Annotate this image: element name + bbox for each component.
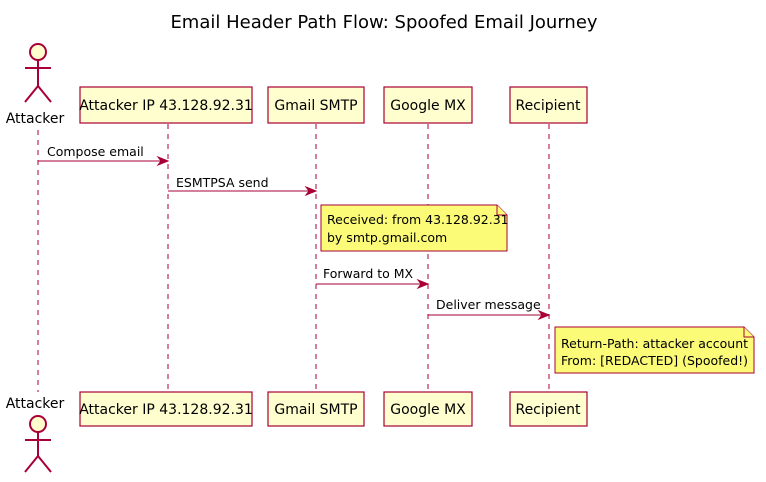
participant-box <box>267 86 365 124</box>
note-line: Received: from 43.128.92.31 <box>327 212 509 227</box>
participant-recipient-bottom: Recipient <box>509 391 588 427</box>
participant-label: Attacker IP 43.128.92.31 <box>79 402 253 418</box>
participant-label: Google MX <box>390 402 466 418</box>
message-forward-to-mx: Forward to MX <box>316 266 430 290</box>
participant-google-mx-top: Google MX <box>383 86 473 124</box>
note-return-path: Return-Path: attacker account From: [RED… <box>554 326 755 374</box>
participant-label: Gmail SMTP <box>274 98 357 114</box>
message-label: ESMTPSA send <box>176 175 269 190</box>
message-compose-email: Compose email <box>38 144 170 167</box>
participant-box <box>79 86 253 124</box>
actor-label-attacker-top: Attacker <box>6 111 65 127</box>
message-deliver-message: Deliver message <box>428 297 551 321</box>
participant-recipient-top: Recipient <box>509 86 588 124</box>
actor-head-icon <box>29 415 47 433</box>
actor-attacker-top: Attacker <box>6 43 65 127</box>
actor-label-attacker-bottom: Attacker <box>6 396 65 412</box>
participant-label: Attacker IP 43.128.92.31 <box>79 98 253 114</box>
message-label: Deliver message <box>436 297 541 312</box>
participant-gmail-smtp-bottom: Gmail SMTP <box>267 391 365 427</box>
note-line: Return-Path: attacker account <box>561 336 748 351</box>
participant-box <box>383 86 473 124</box>
note-received-header: Received: from 43.128.92.31 by smtp.gmai… <box>320 204 509 252</box>
actor-attacker-bottom: Attacker <box>6 396 65 473</box>
diagram-title: Email Header Path Flow: Spoofed Email Jo… <box>170 12 597 33</box>
participant-label: Recipient <box>515 402 581 418</box>
participant-box <box>383 391 473 427</box>
participant-gmail-smtp-top: Gmail SMTP <box>267 86 365 124</box>
participant-box <box>79 391 253 427</box>
participant-google-mx-bottom: Google MX <box>383 391 473 427</box>
participant-attacker-ip-top: Attacker IP 43.128.92.31 <box>79 86 253 124</box>
note-line: by smtp.gmail.com <box>327 230 447 245</box>
participant-box <box>267 391 365 427</box>
note-line: From: [REDACTED] (Spoofed!) <box>561 353 748 368</box>
message-label: Forward to MX <box>323 266 414 281</box>
participant-label: Google MX <box>390 98 466 114</box>
participant-label: Recipient <box>515 98 581 114</box>
participant-box <box>509 86 588 124</box>
participant-box <box>509 391 588 427</box>
actor-head-icon <box>29 43 47 61</box>
participant-attacker-ip-bottom: Attacker IP 43.128.92.31 <box>79 391 253 427</box>
message-label: Compose email <box>47 144 144 159</box>
participant-label: Gmail SMTP <box>274 402 357 418</box>
message-esmtpsa-send: ESMTPSA send <box>168 175 318 197</box>
